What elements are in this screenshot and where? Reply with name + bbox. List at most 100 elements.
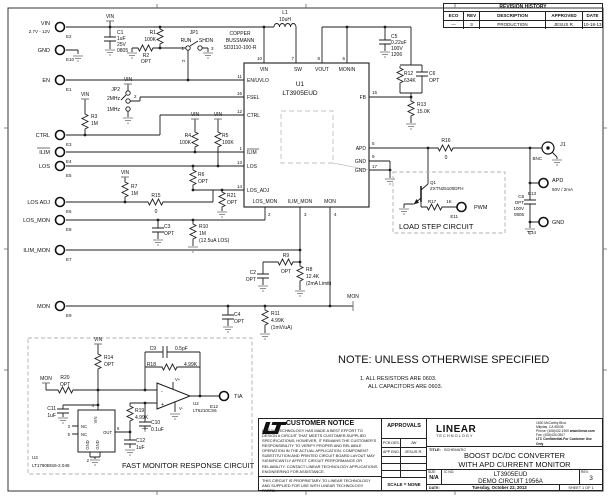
svg-text:C1: C1 bbox=[117, 30, 124, 36]
svg-text:1uF: 1uF bbox=[47, 413, 56, 419]
demo-circuit-number: DEMO CIRCUIT 1956A bbox=[478, 477, 543, 485]
svg-text:16: 16 bbox=[237, 91, 243, 96]
svg-text:FSEL: FSEL bbox=[247, 95, 260, 101]
svg-text:R11: R11 bbox=[271, 311, 280, 317]
svg-text:R3: R3 bbox=[91, 114, 98, 120]
svg-text:R7: R7 bbox=[131, 184, 138, 190]
svg-text:(1mV/uA): (1mV/uA) bbox=[271, 325, 292, 331]
svg-text:0.1uF: 0.1uF bbox=[151, 427, 164, 433]
svg-text:17: 17 bbox=[372, 164, 378, 169]
svg-text:+: + bbox=[161, 402, 164, 408]
company-row: LINEAR TECHNOLOGY 1630 McCarthy Blvd. Mi… bbox=[262, 419, 602, 446]
fast-monitor-box bbox=[27, 337, 253, 475]
svg-text:50V / 2mA: 50V / 2mA bbox=[552, 187, 573, 192]
svg-text:MON: MON bbox=[37, 304, 50, 310]
svg-text:5: 5 bbox=[68, 432, 71, 437]
svg-text:2: 2 bbox=[181, 59, 186, 62]
junction-dots bbox=[83, 25, 532, 434]
svg-text:100K: 100K bbox=[179, 140, 191, 146]
svg-text:E1: E1 bbox=[66, 87, 72, 92]
svg-text:C12: C12 bbox=[136, 438, 145, 444]
terminal-e6 bbox=[54, 196, 66, 208]
svg-text:C11: C11 bbox=[47, 406, 56, 412]
svg-text:1M: 1M bbox=[131, 191, 138, 197]
company-website: www.linear.com bbox=[569, 429, 595, 434]
svg-text:1. ALL RESISTORS ARE 0603.: 1. ALL RESISTORS ARE 0603. bbox=[360, 376, 437, 382]
svg-text:LOS_MON: LOS_MON bbox=[253, 199, 278, 205]
sheet-count: SHEET 1 OF 1 bbox=[559, 485, 602, 490]
svg-text:MON: MON bbox=[324, 199, 336, 205]
svg-text:8: 8 bbox=[317, 56, 320, 61]
svg-text:ILIM: ILIM bbox=[39, 150, 50, 156]
approvals-row-engineer: JESUS R. bbox=[382, 448, 426, 456]
svg-text:4.99K: 4.99K bbox=[184, 362, 198, 368]
svg-text:J1: J1 bbox=[560, 142, 566, 148]
customer-notice-heading: CUSTOMER NOTICE bbox=[285, 420, 355, 427]
svg-text:100K: 100K bbox=[222, 140, 234, 146]
sheet-border bbox=[4, 4, 607, 495]
customer-notice-footer: THIS CIRCUIT IS PROPRIETARY TO LINEAR TE… bbox=[259, 476, 381, 493]
svg-text:SHDN: SHDN bbox=[199, 38, 214, 44]
svg-text:E10: E10 bbox=[66, 57, 75, 62]
svg-text:VIN: VIN bbox=[41, 21, 50, 27]
terminal-e1 bbox=[54, 74, 66, 86]
svg-text:2: 2 bbox=[87, 458, 90, 463]
svg-text:LOS_ADJ: LOS_ADJ bbox=[247, 188, 270, 194]
svg-text:ILIM: ILIM bbox=[247, 150, 257, 156]
mon-net-flags: MON MON bbox=[40, 294, 359, 384]
svg-text:GND: GND bbox=[355, 168, 367, 174]
svg-text:12.4K: 12.4K bbox=[306, 274, 320, 280]
svg-text:1K: 1K bbox=[446, 199, 452, 204]
svg-text:25V: 25V bbox=[117, 42, 127, 48]
jumper-jp1: JP1 RUN SHDN 1 3 2 bbox=[181, 30, 214, 62]
svg-text:100K: 100K bbox=[144, 37, 156, 43]
svg-text:100V: 100V bbox=[391, 46, 403, 52]
svg-text:R12: R12 bbox=[404, 71, 413, 77]
svg-text:5: 5 bbox=[372, 141, 375, 146]
svg-text:C5: C5 bbox=[391, 34, 398, 40]
approvals-heading: APPROVALS bbox=[387, 423, 421, 429]
terminal-e12 bbox=[218, 390, 230, 402]
svg-text:R9: R9 bbox=[283, 253, 290, 259]
svg-text:6: 6 bbox=[117, 426, 120, 431]
svg-text:13: 13 bbox=[237, 160, 243, 165]
vin-net-flags: VIN VIN VIN VIN VIN VIN VIN bbox=[80, 14, 223, 345]
svg-text:OPT: OPT bbox=[246, 277, 256, 283]
svg-text:VIN: VIN bbox=[121, 170, 130, 176]
svg-text:R20: R20 bbox=[60, 375, 69, 381]
svg-text:VIN: VIN bbox=[94, 337, 103, 343]
svg-text:TIA: TIA bbox=[234, 394, 243, 400]
svg-text:BNC: BNC bbox=[532, 156, 542, 161]
svg-text:1: 1 bbox=[181, 46, 184, 51]
svg-text:OPT: OPT bbox=[429, 78, 439, 84]
svg-text:MONIN: MONIN bbox=[339, 67, 356, 73]
svg-text:NC: NC bbox=[81, 432, 87, 437]
revision-history-table: REVISION HISTORY ECO REV DESCRIPTION APP… bbox=[443, 3, 603, 29]
terminal-e7 bbox=[54, 244, 66, 256]
svg-text:C2: C2 bbox=[250, 270, 257, 276]
svg-text:ALL CAPACITORS ARE 0603.: ALL CAPACITORS ARE 0603. bbox=[368, 384, 443, 390]
terminal-e10 bbox=[54, 44, 66, 56]
svg-text:LOS_MON: LOS_MON bbox=[23, 218, 50, 224]
svg-text:OPT: OPT bbox=[104, 362, 114, 368]
svg-text:E7: E7 bbox=[66, 257, 72, 262]
svg-text:R21: R21 bbox=[227, 193, 236, 199]
title-block: CUSTOMER NOTICE LINEAR TECHNOLOGY HAS MA… bbox=[258, 418, 603, 493]
